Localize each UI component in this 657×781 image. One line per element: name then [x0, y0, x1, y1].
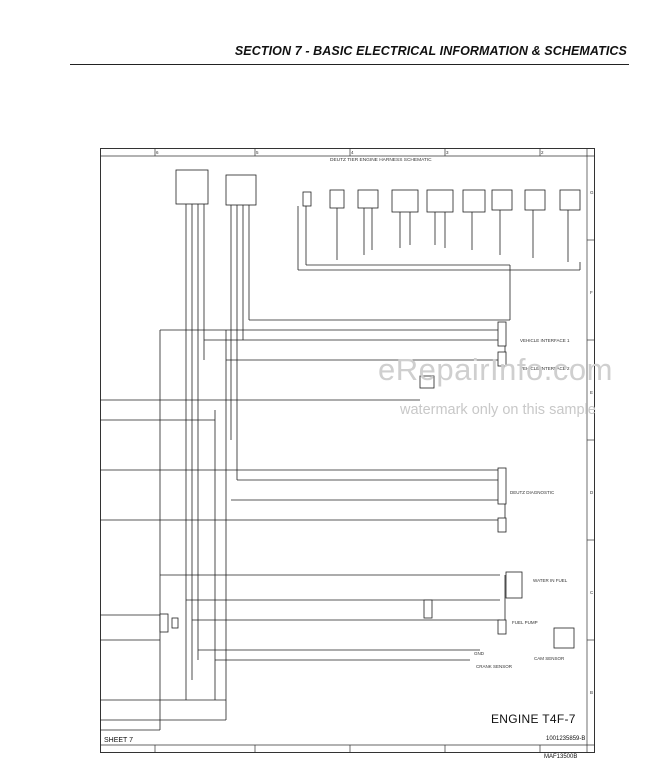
watermark-site: eRepairInfo.com	[378, 352, 613, 387]
column-marker: 2	[541, 150, 544, 155]
column-marker: 4	[351, 150, 354, 155]
sheet-label: SHEET 7	[104, 737, 134, 744]
column-marker: 5	[256, 150, 259, 155]
row-marker: B	[590, 690, 594, 695]
row-marker: D	[590, 490, 594, 495]
maf-number: MAF13500B	[544, 754, 578, 760]
cam-sensor-label: CAM SENSOR	[534, 656, 565, 661]
column-marker: 3	[446, 150, 449, 155]
watermark-note: watermark only on this sample	[400, 402, 596, 418]
vehicle-interface-1-label: VEHICLE INTERFACE 1	[520, 338, 570, 343]
crank-sensor-label: CRANK SENSOR	[476, 664, 513, 669]
header-rule	[70, 64, 629, 65]
gnd-label: GND	[474, 651, 484, 656]
row-marker: G	[590, 190, 594, 195]
row-marker: C	[590, 590, 594, 595]
schematic-title: DEUTZ TIER ENGINE HARNESS SCHEMATIC	[330, 158, 432, 163]
fuel-pump-label: FUEL PUMP	[512, 620, 538, 625]
engine-title: ENGINE T4F-7	[491, 712, 576, 726]
document-number: 1001235859-B	[546, 736, 586, 742]
section-header-title: SECTION 7 - BASIC ELECTRICAL INFORMATION…	[234, 44, 627, 58]
deutz-diagnostic-label: DEUTZ DIAGNOSTIC	[510, 490, 555, 495]
water-in-fuel-label: WATER IN FUEL	[533, 578, 568, 583]
row-marker: E	[590, 390, 594, 395]
column-marker: 6	[156, 150, 159, 155]
schematic-sheet-border	[100, 148, 595, 753]
row-marker: F	[590, 290, 593, 295]
vehicle-interface-2-label: VEHICLE INTERFACE 2	[520, 366, 570, 371]
